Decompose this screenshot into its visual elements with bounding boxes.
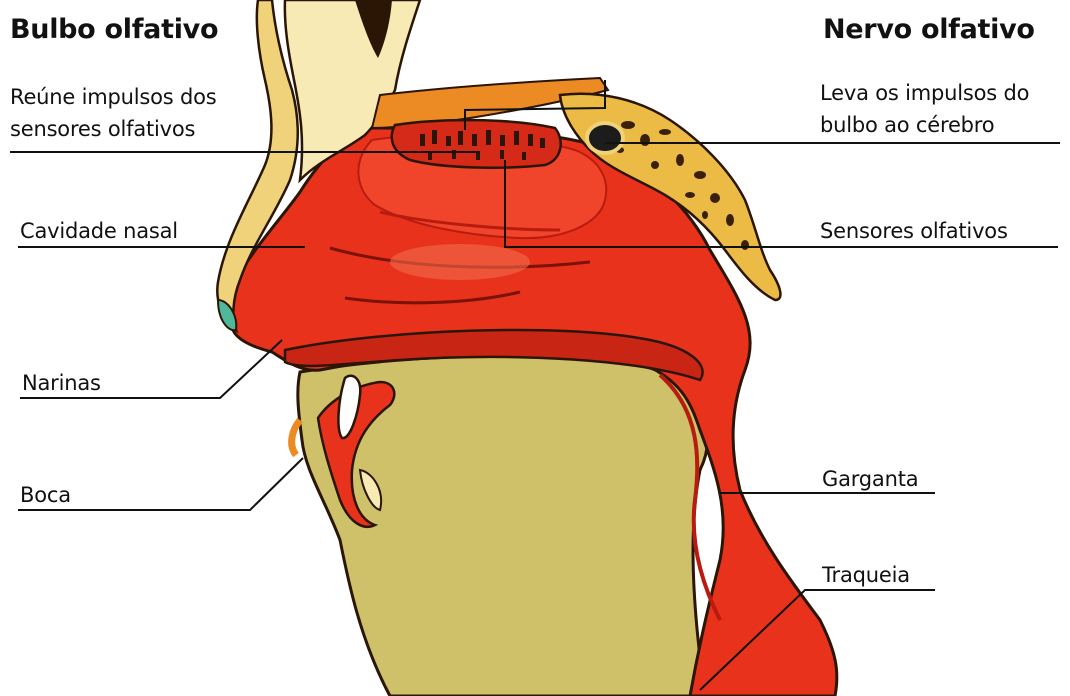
lips	[292, 420, 300, 455]
cavidade-nasal-label: Cavidade nasal	[20, 218, 178, 244]
nervo-olfativo-title: Nervo olfativo	[823, 14, 1035, 46]
traqueia-label: Traqueia	[822, 562, 910, 588]
garganta-label: Garganta	[822, 466, 918, 492]
nervo-olfativo-desc-line2: bulbo ao cérebro	[820, 112, 994, 138]
nervo-olfativo-desc-line1: Leva os impulsos do	[820, 80, 1029, 106]
bulbo-olfativo-desc-line2: sensores olfativos	[10, 116, 195, 142]
sensores-olfativos-label: Sensores olfativos	[820, 218, 1008, 244]
narinas-label: Narinas	[22, 370, 101, 396]
optic-nerve-cross-section	[587, 123, 623, 153]
cavity-highlight	[390, 244, 530, 280]
bulbo-olfativo-desc-line1: Reúne impulsos dos	[10, 84, 216, 110]
bulbo-olfativo-title: Bulbo olfativo	[10, 14, 218, 46]
boca-label: Boca	[20, 482, 71, 508]
